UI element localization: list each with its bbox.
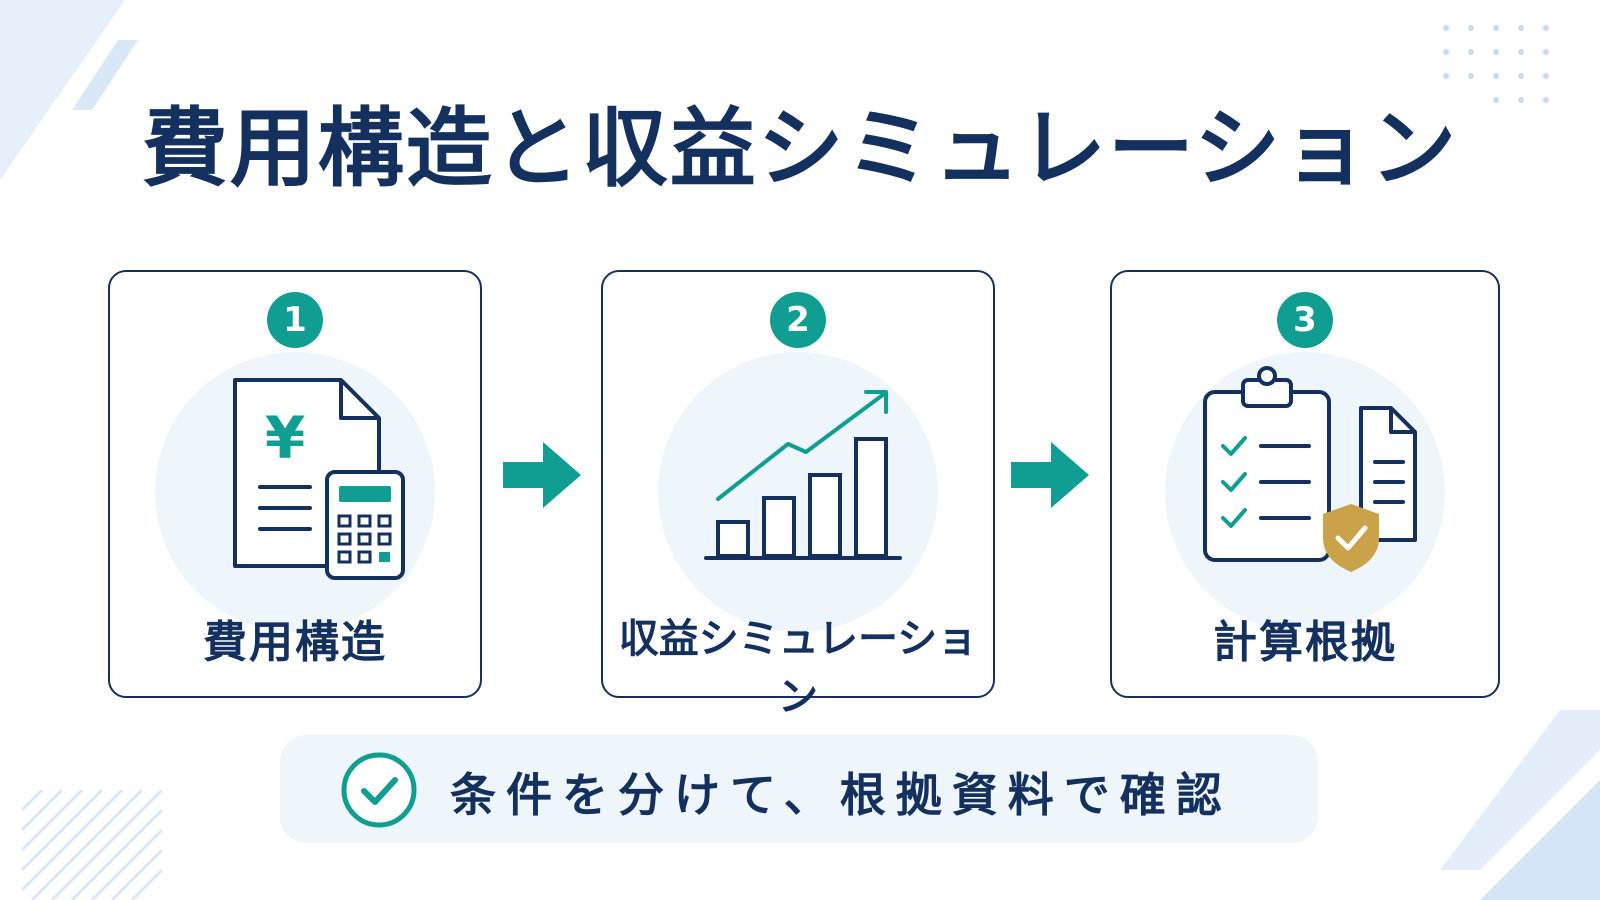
growth-bar-chart-icon	[704, 390, 902, 560]
step-label: 費用構造	[203, 617, 387, 668]
checklist-document-shield-icon	[1203, 366, 1417, 572]
icon-background-circle	[658, 352, 938, 632]
invoice-calculator-icon: ¥	[233, 378, 405, 580]
hatch-decoration-bottom-left	[22, 790, 162, 900]
summary-text: 条件を分けて、根拠資料で確認	[450, 768, 1232, 822]
dot-grid-decoration	[1443, 25, 1549, 103]
step-number-badge: 2	[770, 292, 826, 348]
corner-stripes-bottom-right	[1440, 710, 1600, 900]
step-label: 計算根拠	[1213, 617, 1397, 668]
page-title: 費用構造と収益シミュレーション	[141, 99, 1459, 199]
step-card-revenue-simulation: 2 収益シミュレーション	[601, 270, 995, 720]
check-circle-icon	[341, 752, 417, 828]
arrow-right-icon	[503, 442, 581, 508]
corner-stripes-top-left	[0, 0, 138, 180]
arrow-right-icon	[1011, 442, 1089, 508]
summary-bar: 条件を分けて、根拠資料で確認	[280, 735, 1318, 843]
step-number-badge: 1	[267, 292, 323, 348]
step-card-calculation-basis: 3 計算根拠	[1110, 270, 1500, 698]
step-card-cost-structure: 1 ¥ 費用構造	[108, 270, 482, 698]
step-number-badge: 3	[1277, 292, 1333, 348]
step-label: 収益シミュレーション	[618, 616, 978, 720]
yen-symbol: ¥	[265, 404, 305, 472]
